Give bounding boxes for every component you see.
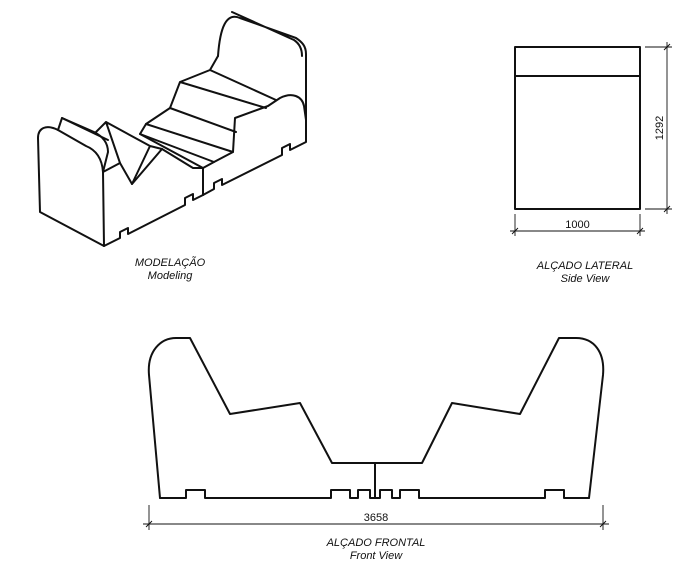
modeling-caption-en: Modeling bbox=[147, 270, 193, 282]
model-right-seat-lines bbox=[139, 107, 237, 163]
side-view-caption-pt: ALÇADO LATERAL bbox=[536, 260, 634, 272]
front-width-label: 3658 bbox=[364, 512, 388, 524]
front-view bbox=[147, 336, 605, 499]
model-left-module-face bbox=[102, 148, 204, 185]
model-base-front bbox=[103, 193, 204, 247]
modeling-caption-pt: MODELAÇÃO bbox=[134, 257, 206, 269]
side-view-outline bbox=[514, 46, 641, 210]
front-view-caption-en: Front View bbox=[349, 550, 403, 562]
model-left-arm-edge bbox=[61, 117, 109, 141]
side-height-label: 1292 bbox=[654, 116, 666, 140]
side-width-label: 1000 bbox=[565, 219, 589, 231]
side-width-dimension bbox=[510, 214, 645, 236]
side-view-caption: ALÇADO LATERAL Side View bbox=[515, 260, 655, 286]
front-view-base bbox=[159, 489, 590, 499]
front-width-dimension bbox=[143, 505, 609, 530]
modeling-caption: MODELAÇÃO Modeling bbox=[110, 257, 230, 283]
model-left-end-face bbox=[37, 126, 105, 247]
model-right-back-top bbox=[217, 11, 307, 121]
front-view-left-profile bbox=[147, 336, 376, 499]
side-height-dimension bbox=[645, 42, 672, 214]
model-base-right bbox=[202, 133, 307, 196]
front-view-caption: ALÇADO FRONTAL Front View bbox=[306, 537, 446, 563]
side-view bbox=[514, 46, 641, 210]
isometric-model bbox=[37, 11, 307, 247]
model-left-seat-top bbox=[95, 121, 163, 185]
model-right-module-face bbox=[202, 94, 307, 169]
front-view-caption-pt: ALÇADO FRONTAL bbox=[326, 537, 426, 549]
front-view-right-profile bbox=[374, 337, 605, 499]
side-view-caption-en: Side View bbox=[560, 273, 610, 285]
model-left-arm-top bbox=[57, 117, 109, 173]
